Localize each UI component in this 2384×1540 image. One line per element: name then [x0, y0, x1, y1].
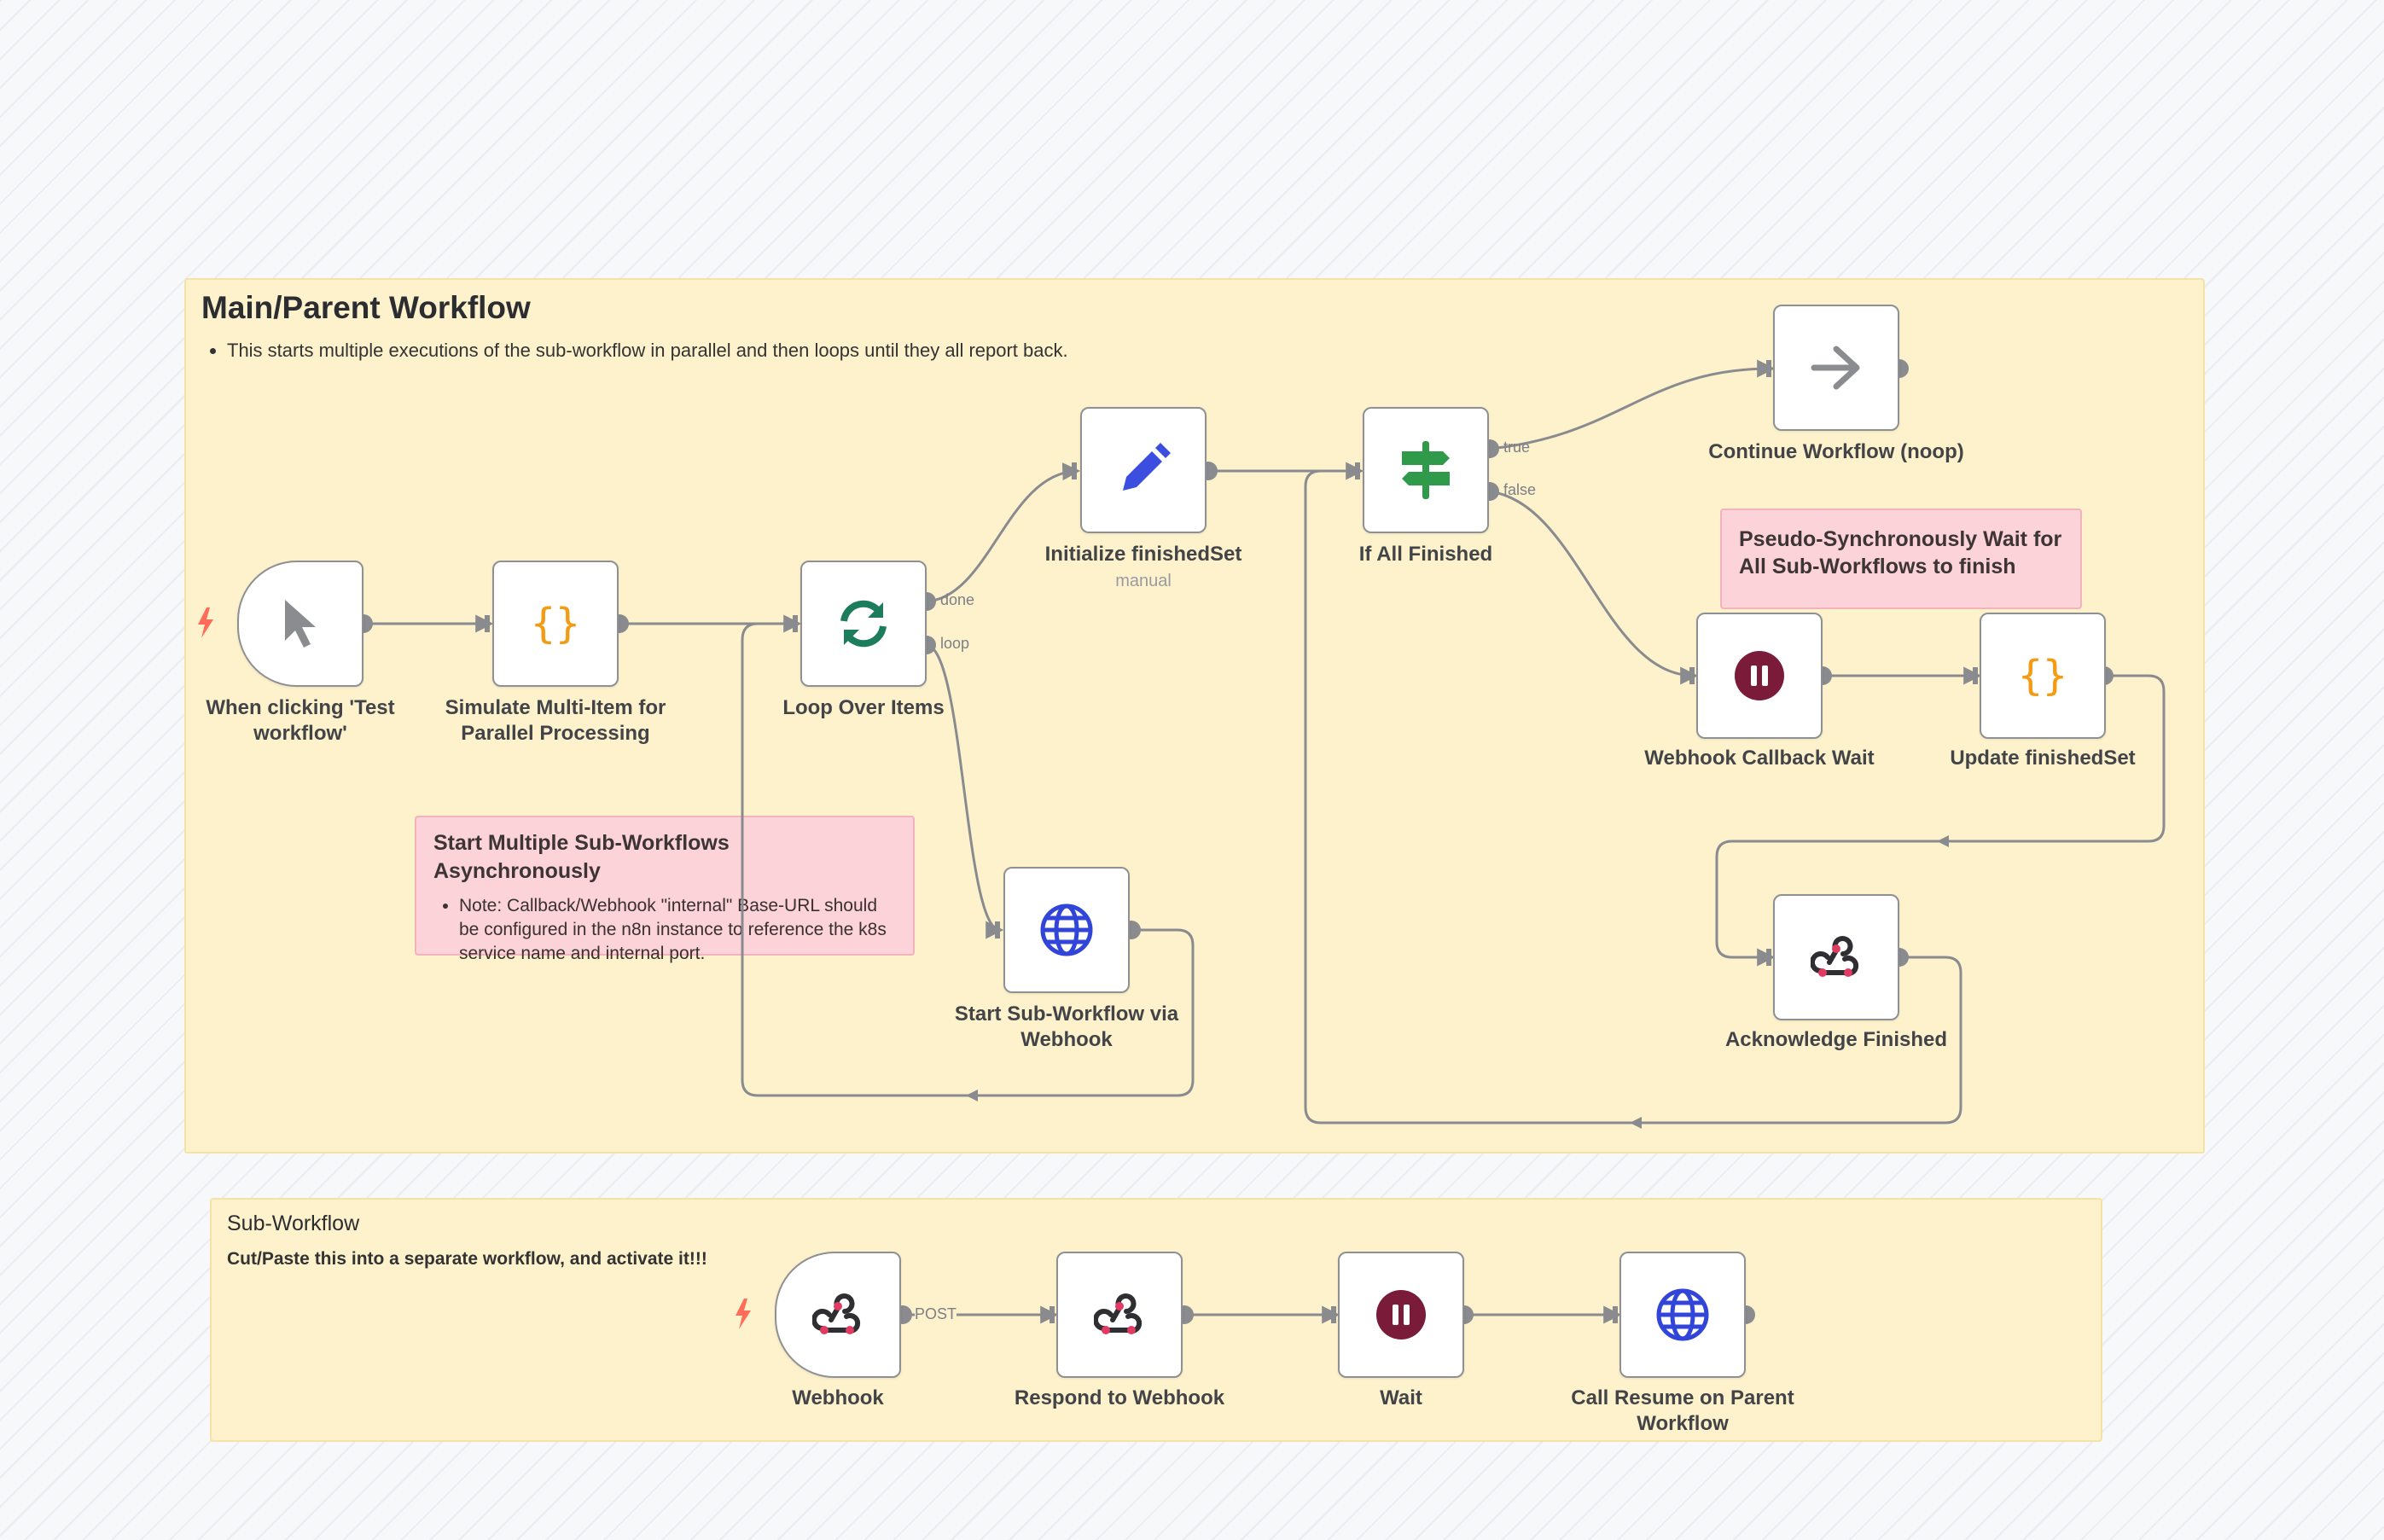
node-simulate-label: Simulate Multi-Item for Parallel Process…	[445, 696, 666, 745]
node-if-all-finished[interactable]	[1363, 407, 1489, 533]
port-label-done: done	[940, 591, 975, 608]
node-continue-workflow[interactable]	[1773, 305, 1899, 431]
edge-if-true-continue	[1489, 359, 1776, 450]
arrow-right-icon	[1811, 346, 1860, 390]
node-initialize-finishedset[interactable]	[1080, 407, 1207, 533]
node-wait-label: Wait	[1380, 1386, 1422, 1409]
trigger-bolt-icon	[736, 1299, 751, 1329]
main-workflow-description-text: This starts multiple executions of the s…	[227, 340, 1068, 362]
node-call-resume[interactable]	[1619, 1252, 1746, 1378]
edge-loop-done-init	[926, 462, 1081, 603]
node-wait[interactable]	[1338, 1252, 1464, 1378]
sub-workflow-title: Sub-Workflow	[227, 1212, 360, 1235]
port-label-post: POST	[915, 1305, 957, 1323]
node-loop-over-items[interactable]	[800, 561, 927, 687]
globe-icon	[1656, 1288, 1709, 1341]
node-simulate[interactable]: {}	[492, 561, 619, 687]
code-braces-icon: {}	[2018, 652, 2067, 700]
port-label-true: true	[1503, 439, 1531, 456]
sticky-pseudo-sync-title: Pseudo-Synchronously Wait for All Sub-Wo…	[1739, 527, 2062, 578]
node-webhook[interactable]	[775, 1252, 901, 1378]
pencil-icon	[1123, 443, 1171, 491]
node-call-resume-label: Call Resume on Parent Workflow	[1571, 1386, 1794, 1435]
sub-workflow-description: Cut/Paste this into a separate workflow,…	[227, 1249, 707, 1269]
loop-icon	[840, 600, 887, 648]
webhook-icon	[1094, 1293, 1143, 1334]
port-label-loop: loop	[940, 635, 970, 652]
node-initialize-finishedset-label: Initialize finishedSet	[1044, 543, 1242, 566]
node-initialize-finishedset-sublabel: manual	[1115, 572, 1172, 590]
sticky-start-multiple-title: Start Multiple Sub-Workflows Asynchronou…	[433, 831, 730, 883]
node-update-finishedset[interactable]: {}	[1980, 613, 2106, 739]
node-update-finishedset-label: Update finishedSet	[1950, 747, 2136, 770]
sticky-start-multiple-note: Note: Callback/Webhook "internal" Base-U…	[459, 894, 896, 966]
node-webhook-label: Webhook	[792, 1386, 884, 1409]
globe-icon	[1040, 904, 1093, 956]
signpost-icon	[1402, 441, 1450, 499]
node-continue-workflow-label: Continue Workflow (noop)	[1708, 440, 1964, 463]
webhook-icon	[1811, 936, 1859, 977]
node-if-all-finished-label: If All Finished	[1358, 543, 1493, 566]
node-respond-to-webhook[interactable]	[1056, 1252, 1183, 1378]
node-start-sub-workflow-label: Start Sub-Workflow via Webhook	[954, 1002, 1179, 1051]
webhook-icon	[812, 1293, 861, 1334]
node-acknowledge-finished[interactable]	[1773, 894, 1899, 1020]
cursor-icon	[285, 600, 316, 648]
node-webhook-callback-wait-label: Webhook Callback Wait	[1644, 747, 1875, 770]
node-manual-trigger[interactable]	[237, 561, 363, 687]
sticky-pseudo-sync[interactable]: Pseudo-Synchronously Wait for All Sub-Wo…	[1720, 508, 2082, 609]
svg-text:{}: {}	[2018, 652, 2067, 700]
sticky-start-multiple[interactable]: Start Multiple Sub-Workflows Asynchronou…	[415, 816, 915, 963]
pause-icon	[1376, 1290, 1426, 1340]
main-workflow-description: This starts multiple executions of the s…	[203, 340, 1068, 362]
port-label-false: false	[1503, 481, 1537, 498]
node-webhook-callback-wait[interactable]	[1696, 613, 1823, 739]
node-loop-over-items-label: Loop Over Items	[782, 696, 945, 719]
edge-ack-back-if	[1304, 469, 1962, 1124]
svg-text:{}: {}	[531, 600, 580, 648]
node-acknowledge-finished-label: Acknowledge Finished	[1724, 1028, 1948, 1051]
edge-if-false-wait	[1489, 490, 1699, 685]
node-respond-to-webhook-label: Respond to Webhook	[1014, 1386, 1225, 1409]
main-workflow-title: Main/Parent Workflow	[201, 290, 531, 325]
edge-loop-loop-startsub	[926, 643, 1004, 939]
code-braces-icon: {}	[531, 600, 580, 648]
node-start-sub-workflow[interactable]	[1003, 867, 1130, 993]
pause-icon	[1735, 651, 1784, 700]
trigger-bolt-icon	[198, 607, 213, 638]
node-manual-trigger-label: When clicking 'Test workflow'	[206, 696, 395, 745]
